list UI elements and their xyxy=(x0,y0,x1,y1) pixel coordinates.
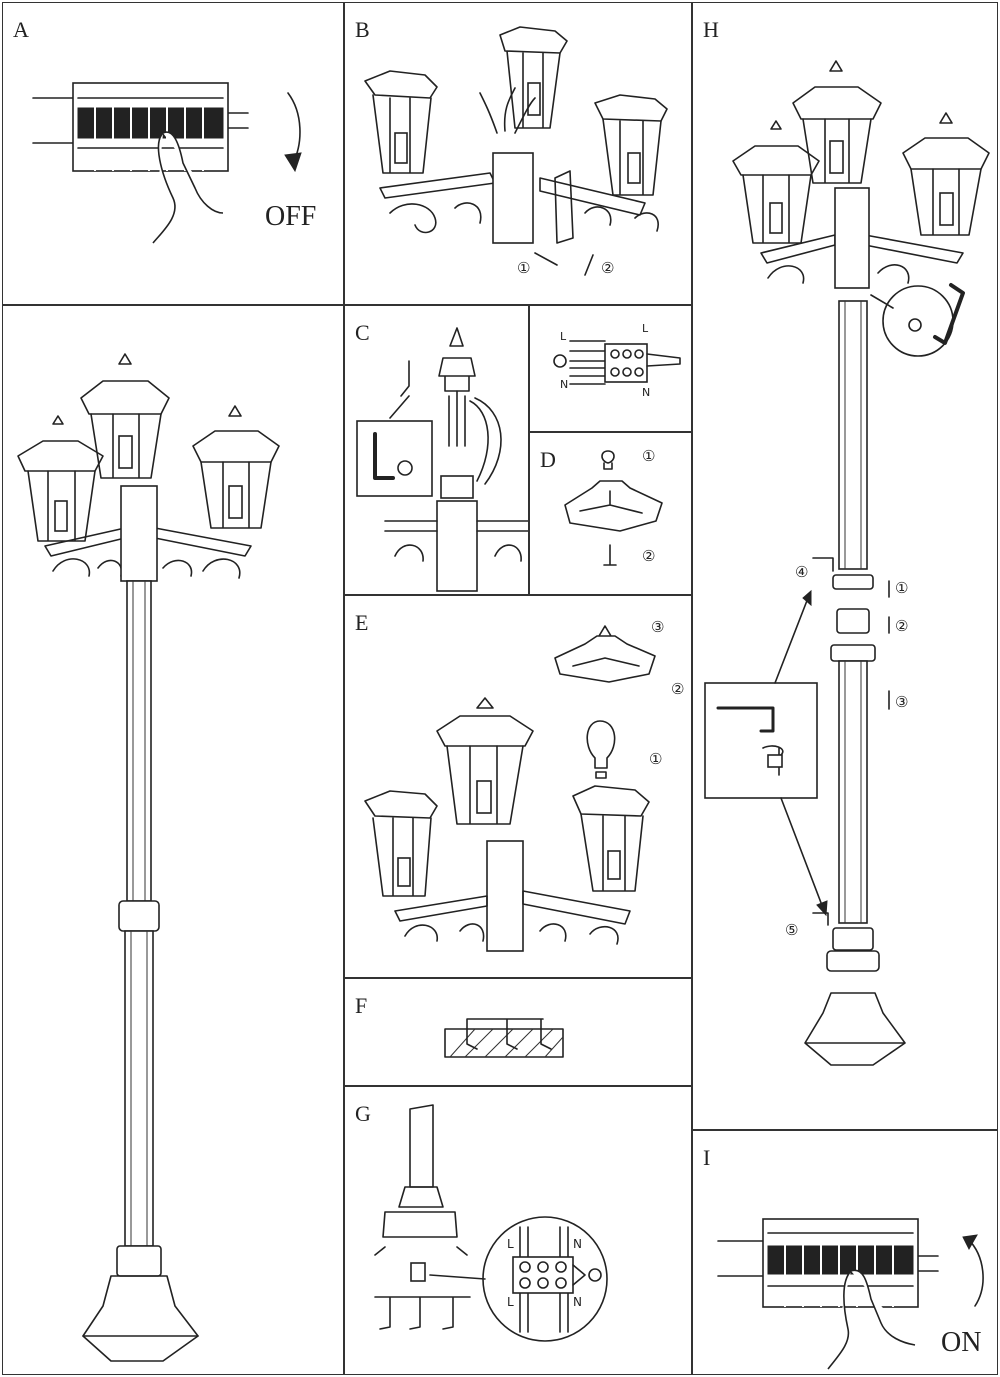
step-1-marker: ① xyxy=(895,579,909,597)
panel-label: B xyxy=(355,17,370,42)
step-2-marker: ② xyxy=(895,617,909,635)
panel-g: G L L N N xyxy=(344,1086,692,1375)
panel-label: D xyxy=(540,447,556,472)
panel-c: C xyxy=(344,305,529,595)
panel-a: A OFF xyxy=(2,2,344,305)
lantern-icon xyxy=(364,70,438,174)
panel-label: H xyxy=(703,17,719,42)
lantern-icon xyxy=(902,112,990,236)
breaker-off-illustration xyxy=(32,82,302,244)
step-1-marker: ① xyxy=(517,259,531,277)
lantern-icon xyxy=(572,785,650,892)
lantern-icon xyxy=(499,26,568,129)
bulb-install-illustration xyxy=(364,625,656,952)
on-caption: ON xyxy=(941,1327,982,1358)
panel-label: A xyxy=(13,17,29,42)
neutral-label: N xyxy=(573,1295,582,1309)
hand-icon xyxy=(827,1269,916,1370)
ground-anchor-illustration xyxy=(444,1018,564,1058)
lantern-icon xyxy=(436,697,534,825)
panel-assembled-lamp xyxy=(2,305,344,1375)
breaker-on-illustration xyxy=(717,1218,984,1370)
panel-i: I ON xyxy=(692,1130,998,1375)
cap-assembly-illustration xyxy=(564,450,663,566)
panel-label: E xyxy=(355,610,369,635)
lantern-icon xyxy=(732,120,820,244)
step-2-marker: ② xyxy=(642,547,656,565)
turn-up-arrow-icon xyxy=(967,1238,984,1307)
panel-d: D ① ② xyxy=(529,432,692,595)
lantern-icon xyxy=(17,415,104,542)
hand-icon xyxy=(152,131,224,244)
step-5-marker: ⑤ xyxy=(785,921,799,939)
lantern-icon xyxy=(594,94,668,196)
assembled-lamp-illustration xyxy=(17,353,280,1362)
step-3-marker: ③ xyxy=(651,618,665,636)
panel-label: C xyxy=(355,320,370,345)
lantern-icon xyxy=(80,353,170,479)
live-label: L xyxy=(507,1295,514,1309)
lantern-wiring-illustration xyxy=(364,26,668,276)
neutral-label: N xyxy=(642,386,651,399)
step-2-marker: ② xyxy=(601,259,615,277)
terminal-block-icon xyxy=(553,340,681,385)
off-caption: OFF xyxy=(265,201,317,232)
lantern-icon xyxy=(192,405,280,529)
panel-e: E ③ ② ① xyxy=(344,595,692,978)
neutral-label: N xyxy=(573,1237,582,1251)
lantern-icon xyxy=(364,790,438,897)
live-label: L xyxy=(560,330,567,343)
panel-f: F xyxy=(344,978,692,1086)
panel-b: B ① ② xyxy=(344,2,692,305)
cable-connection-illustration xyxy=(356,327,528,592)
neutral-label: N xyxy=(560,378,569,391)
step-1-marker: ① xyxy=(642,447,656,465)
panel-label: I xyxy=(703,1145,711,1170)
panel-label: F xyxy=(355,993,368,1018)
bulb-icon xyxy=(586,720,616,779)
lantern-icon xyxy=(792,60,882,184)
breaker-switches-icon xyxy=(77,85,224,171)
pole-assembly-illustration xyxy=(704,60,990,1066)
breaker-switches-icon xyxy=(767,1221,914,1307)
step-1-marker: ① xyxy=(649,750,663,768)
step-4-marker: ④ xyxy=(795,563,809,581)
live-label: L xyxy=(507,1237,514,1251)
panel-c-connector-inset: L L N N xyxy=(529,305,692,432)
base-wiring-illustration xyxy=(374,1104,608,1342)
step-2-marker: ② xyxy=(671,680,685,698)
step-3-marker: ③ xyxy=(895,693,909,711)
live-label: L xyxy=(642,322,649,335)
turn-down-arrow-icon xyxy=(287,92,301,164)
panel-h: H xyxy=(692,2,998,1130)
panel-label: G xyxy=(355,1101,371,1126)
